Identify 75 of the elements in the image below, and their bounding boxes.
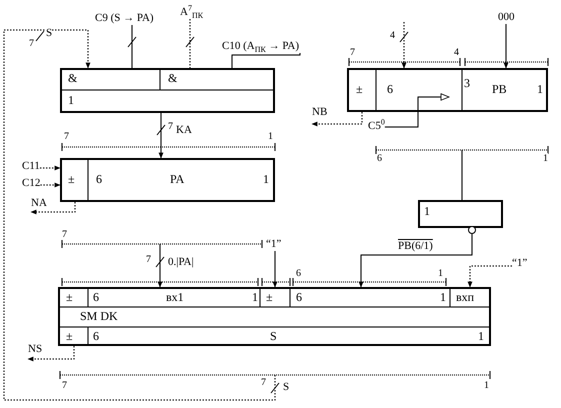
edge-label: PB(6/1) bbox=[398, 240, 433, 253]
field-label: 1 bbox=[68, 94, 74, 107]
signal-label: “1” bbox=[512, 257, 528, 270]
field-label: 1 bbox=[537, 83, 543, 96]
arrow bbox=[272, 250, 278, 288]
field-label: SM DK bbox=[80, 310, 118, 323]
arrow bbox=[158, 244, 162, 288]
field-label: ± bbox=[266, 291, 273, 304]
bit-number: 1 bbox=[543, 153, 548, 164]
signal-label: C11 bbox=[22, 160, 40, 173]
logic-gate-block bbox=[60, 68, 275, 113]
field-label: ± bbox=[66, 291, 73, 304]
signal-label: C12 bbox=[22, 177, 40, 190]
arrow bbox=[27, 346, 74, 362]
field-label: 1 bbox=[478, 330, 484, 343]
field-label: 1 bbox=[252, 291, 258, 304]
field-label: 3 bbox=[464, 77, 470, 90]
field-label: 6 bbox=[96, 173, 102, 186]
signal-label: NB bbox=[312, 106, 328, 119]
arrow bbox=[402, 22, 406, 69]
bit-number: 7 bbox=[261, 377, 266, 388]
bit-number: 7 bbox=[168, 121, 173, 132]
field-label: вх1 bbox=[166, 291, 184, 304]
signal-label: NA bbox=[31, 197, 47, 210]
field-label: 1 bbox=[424, 205, 430, 218]
bit-number: 4 bbox=[454, 47, 459, 58]
bit-number: 4 bbox=[390, 30, 395, 41]
arrow bbox=[158, 112, 164, 159]
field-label: & bbox=[168, 72, 178, 85]
bit-number: 6 bbox=[296, 268, 301, 279]
field-label: ± bbox=[356, 83, 363, 96]
arrow bbox=[358, 234, 472, 288]
bit-number: 7 bbox=[29, 38, 34, 49]
bit-number: S bbox=[46, 28, 52, 39]
field-label: 1 bbox=[440, 291, 446, 304]
field-label: вхп bbox=[456, 291, 474, 304]
signal-label: “1” bbox=[266, 238, 282, 251]
field-label: 1 bbox=[263, 173, 269, 186]
bit-number: 1 bbox=[268, 131, 273, 142]
field-label: & bbox=[68, 72, 78, 85]
bit-number: 7 bbox=[62, 229, 67, 240]
adder-register-block bbox=[58, 287, 491, 346]
field-label: 6 bbox=[93, 330, 99, 343]
register-box bbox=[60, 158, 275, 202]
arrow bbox=[384, 93, 450, 128]
bit-number: 7 bbox=[146, 254, 151, 265]
field-label: ± bbox=[66, 330, 73, 343]
field-label: PB bbox=[492, 83, 507, 96]
arrow bbox=[468, 266, 512, 288]
field-label: S bbox=[270, 330, 277, 343]
signal-label: C5$^{0}$ bbox=[368, 120, 385, 133]
signal-label: 000 bbox=[498, 11, 514, 24]
bit-number: 7 bbox=[350, 47, 355, 58]
edge-label: 0.|PA| bbox=[168, 256, 194, 269]
arrow bbox=[4, 30, 276, 400]
bit-number: 7 bbox=[62, 380, 67, 391]
arrow bbox=[40, 182, 61, 188]
bit-number: 6 bbox=[377, 153, 382, 164]
signal-line bbox=[232, 52, 300, 68]
field-label: ± bbox=[68, 173, 75, 186]
field-label: 6 bbox=[93, 291, 99, 304]
bit-number: 7 bbox=[64, 131, 69, 142]
field-label: 6 bbox=[296, 291, 302, 304]
bit-number: 1 bbox=[438, 268, 443, 279]
signal-label: C9 (S → PA) bbox=[95, 12, 154, 25]
arrow bbox=[311, 112, 362, 126]
signal-label: NS bbox=[28, 343, 42, 356]
arrow bbox=[504, 24, 508, 69]
register-box bbox=[347, 68, 548, 112]
arrow bbox=[39, 166, 61, 170]
field-label: 6 bbox=[387, 83, 393, 96]
arrow bbox=[30, 202, 76, 214]
signal-label: C10 (A$_{ПК}$ → PA) bbox=[222, 40, 300, 53]
field-label: PA bbox=[170, 173, 184, 186]
bit-number: 1 bbox=[484, 380, 489, 391]
